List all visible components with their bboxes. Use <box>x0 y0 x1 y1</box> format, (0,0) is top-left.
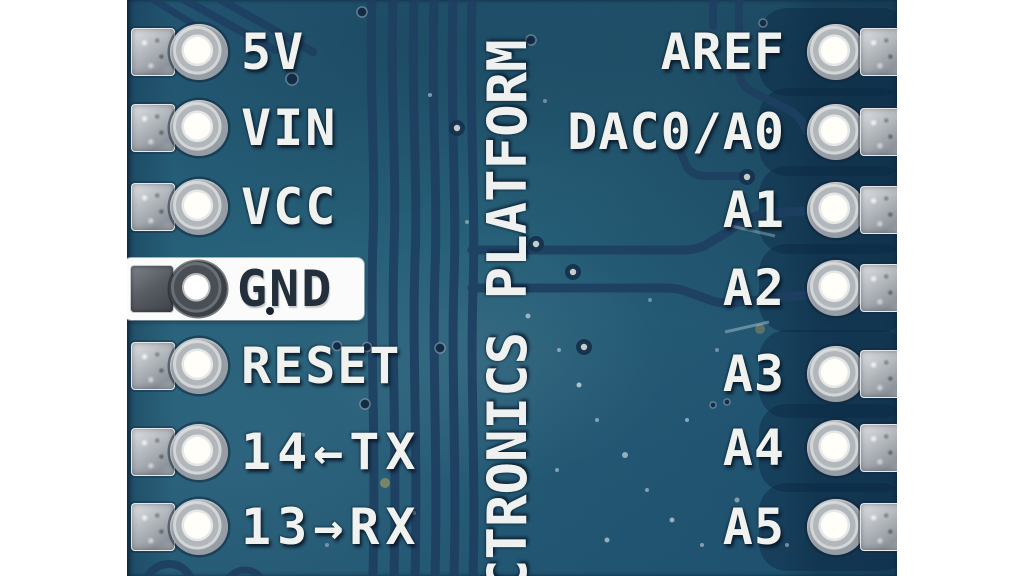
pin-row-vcc: VCC <box>127 179 647 235</box>
solder-spot-dots <box>380 324 765 488</box>
pin-label: 5V <box>241 23 306 81</box>
pin-label: A4 <box>722 419 785 477</box>
smd-pad <box>131 342 175 390</box>
through-hole-pad <box>169 261 227 317</box>
pin-row-a4: A4 <box>427 420 897 476</box>
through-hole-pad <box>807 182 865 238</box>
pin-row-vin: VIN <box>127 100 647 156</box>
through-hole-pad <box>170 424 228 480</box>
through-hole-pad <box>807 499 865 555</box>
pin-label: VCC <box>241 178 338 236</box>
pin-row-5v: 5V <box>127 24 647 80</box>
pin-row-a1: A1 <box>427 182 897 238</box>
drill-dots <box>285 6 768 410</box>
pin-row-a5: A5 <box>427 499 897 555</box>
through-hole-pad <box>170 100 228 156</box>
pin-label: A5 <box>722 498 785 556</box>
smd-pad <box>131 28 175 76</box>
pin-row-14-tx: 14←TX <box>127 424 647 480</box>
via-dot <box>266 307 274 315</box>
pin-label: A3 <box>722 345 785 403</box>
pin-label: GND <box>237 260 334 318</box>
through-hole-pad <box>807 346 865 402</box>
smd-pad <box>131 183 175 231</box>
smd-pad <box>860 28 897 76</box>
pin-label: 14←TX <box>241 423 422 481</box>
copper-trace-artwork <box>143 0 829 576</box>
through-hole-pad <box>807 260 865 316</box>
smd-pad <box>860 350 897 398</box>
pin-label: A2 <box>722 259 785 317</box>
pin-row-aref: AREF <box>427 24 897 80</box>
pin-label: A1 <box>722 181 785 239</box>
pin-label: 13→RX <box>241 498 422 556</box>
through-hole-pad <box>170 338 228 394</box>
smd-pad <box>131 104 175 152</box>
pin-row-reset: RESET <box>127 338 647 394</box>
through-hole-pad <box>170 179 228 235</box>
through-hole-pad <box>807 104 865 160</box>
smd-pad <box>860 186 897 234</box>
through-hole-pad <box>170 499 228 555</box>
through-hole-pad <box>807 420 865 476</box>
pin-label: AREF <box>660 23 785 81</box>
smd-pad <box>131 503 175 551</box>
smd-pad <box>131 428 175 476</box>
pin-label: VIN <box>241 99 338 157</box>
pin-row-gnd: GND <box>127 258 647 320</box>
pin-label: RESET <box>241 337 402 395</box>
right-margin <box>897 0 1024 576</box>
through-hole-pad <box>807 24 865 80</box>
pin-label: DAC0/A0 <box>567 103 785 161</box>
trace-lines <box>143 0 810 576</box>
smd-pad <box>860 108 897 156</box>
gnd-highlight: GND <box>127 258 364 320</box>
via-rings <box>449 120 755 355</box>
pin-row-a2: A2 <box>427 260 897 316</box>
pin-row-a3: A3 <box>427 346 897 402</box>
smd-pad <box>860 503 897 551</box>
pcb-photo: CTRONICS PLATFORM 5V VIN VCC GND <box>127 0 897 576</box>
pin-row-dac0-a0: DAC0/A0 <box>427 104 897 160</box>
smd-pad <box>860 264 897 312</box>
smd-pad <box>860 424 897 472</box>
through-hole-pad <box>170 24 228 80</box>
smd-pad <box>130 265 174 313</box>
pin-row-13-rx: 13→RX <box>127 499 647 555</box>
left-margin <box>0 0 127 576</box>
